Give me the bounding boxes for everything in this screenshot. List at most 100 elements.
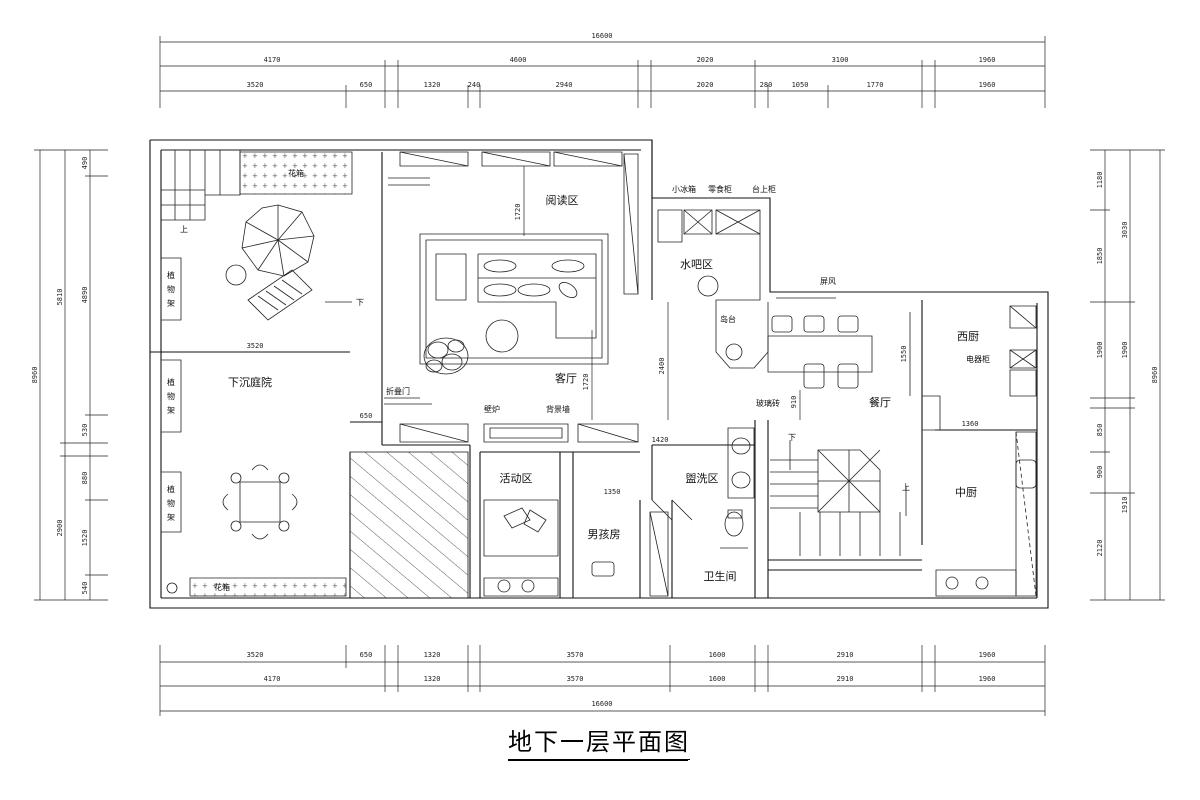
umbrella-icon: [242, 205, 314, 276]
reading-shelves: [388, 152, 638, 294]
room-wash-area: 盥洗区: [686, 472, 719, 485]
dim-top-r2-1: 3520: [247, 81, 264, 89]
counter-cabinet-label: 台上柜: [752, 184, 776, 194]
dim-bot-r2-6: 1960: [979, 675, 996, 683]
living-rug: [420, 234, 608, 364]
tv-wall-label: 背景墙: [546, 404, 570, 414]
dim-left-in-1: 490: [81, 157, 89, 170]
glass-brick-label: 玻璃砖: [756, 398, 780, 408]
room-activity-area: 活动区: [500, 472, 533, 485]
folding-door-icon: [384, 398, 432, 404]
dim-bot-5: 1600: [709, 651, 726, 659]
svg-text:物: 物: [167, 391, 175, 401]
dim-bot-2: 650: [360, 651, 373, 659]
snack-cabinet-label: 零食柜: [708, 184, 732, 194]
dim-top-r2-8: 1050: [792, 81, 809, 89]
dim-left-2: 2900: [56, 520, 64, 537]
drawing-title: 地下一层平面图: [508, 722, 690, 760]
dim-1360: 1360: [962, 420, 979, 428]
dim-top-r2-3: 1320: [424, 81, 441, 89]
dim-left-in-3: 530: [81, 424, 89, 437]
dim-right-total: 8960: [1151, 367, 1159, 384]
title-underline: [508, 760, 688, 761]
bottom-flower-box: [190, 578, 346, 596]
dim-top-total: 16600: [591, 32, 612, 40]
dim-left-total: 8960: [31, 367, 39, 384]
island-label: 岛台: [720, 314, 736, 324]
dim-top-r2-5: 2940: [556, 81, 573, 89]
flower-box-label: 花箱: [214, 582, 230, 592]
sun-lounger-icon: [226, 265, 312, 320]
western-kitchen-cabinets: [910, 306, 1036, 430]
hatched-planter: [350, 452, 468, 598]
dim-bot-r2-2: 1320: [424, 675, 441, 683]
dim-top-r2-10: 1960: [979, 81, 996, 89]
dim-right-6: 2120: [1096, 540, 1104, 557]
dim-left-in-6: 540: [81, 582, 89, 595]
dim-courtyard-gap: 650: [360, 412, 373, 420]
top-flower-box: [240, 152, 352, 194]
walls: [150, 140, 1048, 608]
top-dimensions: [160, 36, 1045, 108]
room-bathroom: 卫生间: [704, 569, 737, 583]
dim-right-1: 1180: [1096, 172, 1104, 189]
svg-text:物: 物: [167, 284, 175, 294]
desk-chair-icon: [592, 562, 614, 576]
room-water-bar: 水吧区: [680, 258, 713, 271]
plant-shelf-label-2: 植 物 架: [167, 377, 175, 415]
svg-text:架: 架: [167, 513, 175, 522]
dim-right-4: 850: [1096, 424, 1104, 437]
bar-cabinets: [658, 210, 768, 368]
room-sunken-courtyard: 下沉庭院: [228, 375, 272, 389]
dim-top-r2-2: 650: [360, 81, 373, 89]
dim-left-1: 5810: [56, 289, 64, 306]
dim-bot-3: 1320: [424, 651, 441, 659]
dim-right-mid-3: 1910: [1121, 497, 1129, 514]
dim-bot-r2-4: 1600: [709, 675, 726, 683]
room-boys-room: 男孩房: [588, 528, 621, 541]
dim-top-1: 4170: [264, 56, 281, 64]
svg-text:架: 架: [167, 299, 175, 308]
dim-bot-total: 16600: [591, 700, 612, 708]
bed-icon: [484, 500, 558, 596]
dim-right-3: 1900: [1096, 342, 1104, 359]
dim-bot-1: 3520: [247, 651, 264, 659]
courtyard-up-label: 上: [180, 225, 188, 234]
plant-shelf-label-3: 植 物 架: [167, 484, 175, 522]
svg-text:架: 架: [167, 406, 175, 415]
dining-table-icon: [768, 316, 872, 388]
dim-right-5: 900: [1096, 466, 1104, 479]
folding-door-label: 折叠门: [386, 386, 410, 396]
dim-bot-7: 1960: [979, 651, 996, 659]
dim-right-mid-1: 3030: [1121, 222, 1129, 239]
wash-basins: [720, 428, 754, 548]
svg-text:物: 物: [167, 498, 175, 508]
dim-left-in-2: 4890: [81, 287, 89, 304]
bathroom-door-swing: [650, 500, 692, 596]
dim-left-in-5: 1520: [81, 530, 89, 547]
outdoor-dining-table-icon: [223, 465, 297, 539]
left-dimensions: [34, 150, 108, 600]
armchair-icon: [424, 338, 468, 374]
dim-courtyard-width: 3520: [247, 342, 264, 350]
dim-1350: 1350: [604, 488, 621, 496]
dim-bot-r2-3: 3570: [567, 675, 584, 683]
courtyard-down-label: 下: [356, 298, 364, 307]
screen-label: 屏风: [820, 277, 836, 286]
bottom-dimensions: [160, 645, 1045, 716]
appliance-cabinet-label: 电器柜: [966, 354, 990, 364]
dim-top-4: 3100: [832, 56, 849, 64]
stair-up-label: 上: [902, 483, 910, 492]
svg-text:植: 植: [167, 484, 175, 494]
svg-text:植: 植: [167, 270, 175, 280]
dim-top-r2-6: 2020: [697, 81, 714, 89]
dim-reading: 1720: [514, 204, 522, 221]
dim-910: 910: [790, 396, 798, 409]
small-fridge-label: 小冰箱: [672, 184, 696, 194]
stair-down-label: 下: [788, 433, 796, 442]
dim-right-mid-2: 1900: [1121, 342, 1129, 359]
trellis-label: 花箱: [288, 168, 304, 178]
dim-top-r2-9: 1770: [867, 81, 884, 89]
dim-bot-6: 2910: [837, 651, 854, 659]
living-cabinets: [400, 424, 638, 442]
